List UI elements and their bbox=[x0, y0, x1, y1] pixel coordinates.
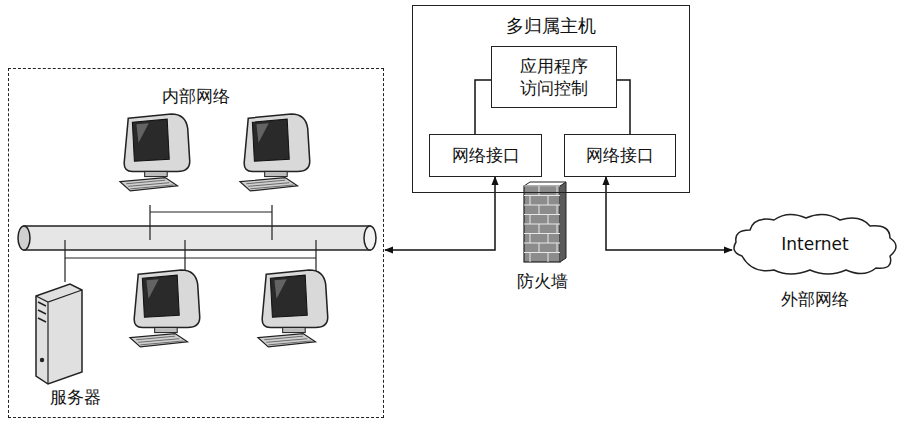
drop-lines bbox=[65, 205, 316, 282]
server-icon bbox=[36, 284, 82, 384]
interface-box: 网络接口 bbox=[564, 134, 676, 177]
node-text: 网络接口 bbox=[452, 144, 520, 166]
firewall-label: 防火墙 bbox=[515, 270, 570, 293]
node-text: 多归属主机 bbox=[506, 14, 596, 37]
computer-icon bbox=[258, 270, 328, 347]
node-text: 内部网络 bbox=[162, 85, 230, 107]
node-text: 网络接口 bbox=[586, 144, 654, 166]
brick-lines bbox=[524, 186, 560, 262]
connector bbox=[385, 177, 495, 250]
host-box: 多归属主机应用程序 访问控制网络接口 网络接口 bbox=[412, 5, 690, 193]
connector bbox=[606, 177, 732, 250]
cloud-node: Internet外部网络 bbox=[730, 212, 900, 276]
connector bbox=[475, 80, 491, 134]
server-label: 服务器 bbox=[48, 386, 103, 409]
process-box: 应用程序 访问控制 bbox=[491, 46, 617, 108]
firewall-icon bbox=[524, 182, 566, 262]
computer-icon bbox=[240, 114, 310, 191]
computer-icon bbox=[120, 114, 190, 191]
region-label: 外部网络 bbox=[730, 288, 900, 310]
node-text: Internet bbox=[781, 233, 849, 255]
computer-icon bbox=[130, 270, 200, 347]
connector bbox=[617, 80, 630, 134]
ethernet-bus bbox=[18, 226, 376, 250]
network-region: 内部网络 bbox=[8, 68, 384, 418]
interface-box: 网络接口 bbox=[429, 134, 542, 177]
node-text: 应用程序 访问控制 bbox=[498, 55, 610, 99]
